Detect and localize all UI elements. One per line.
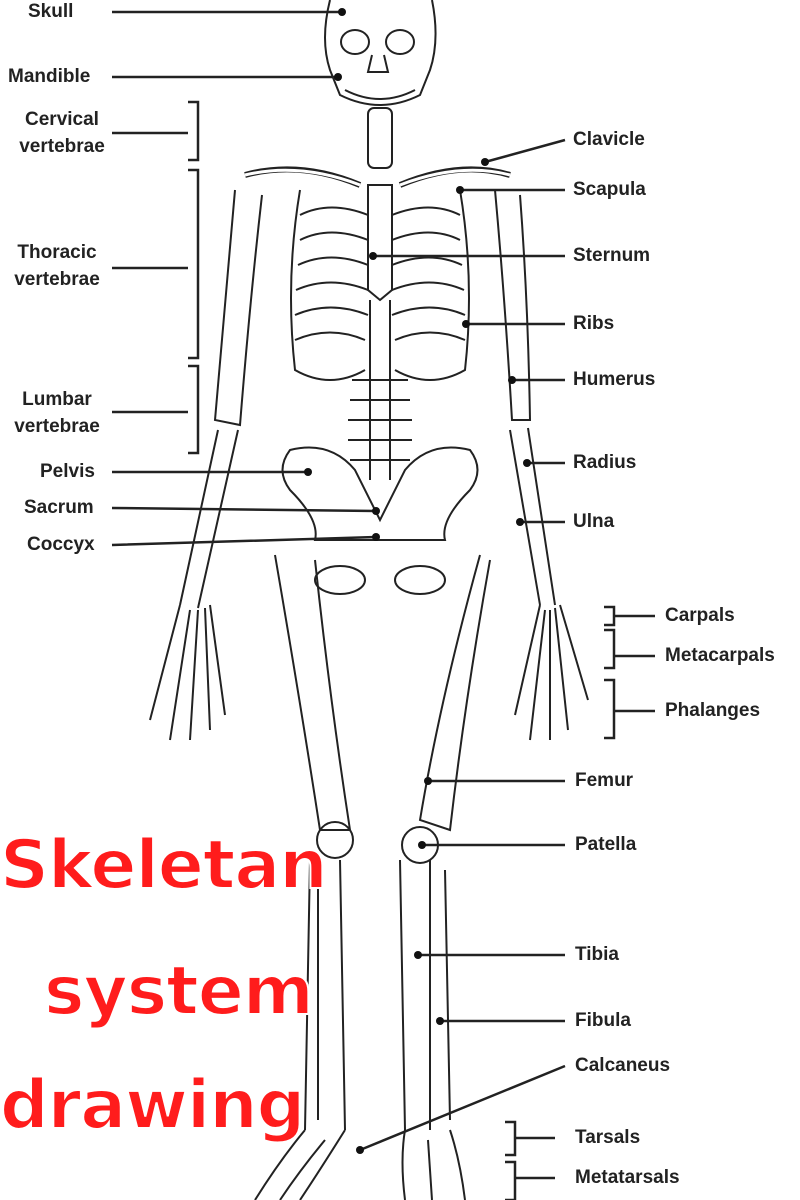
leader-lines (111, 10, 566, 1152)
label-scapula: Scapula (573, 179, 646, 200)
label-metatarsals: Metatarsals (575, 1167, 680, 1188)
label-patella: Patella (575, 834, 637, 855)
title-line-2: system (43, 952, 315, 1031)
label-carpals: Carpals (665, 605, 735, 626)
label-sternum: Sternum (573, 245, 651, 266)
label-cervical-line2: vertebrae (19, 136, 105, 157)
leader-dots (304, 8, 531, 1154)
skull-shape (324, 0, 437, 106)
spine-shape (348, 107, 412, 480)
label-tarsals: Tarsals (575, 1127, 641, 1148)
label-thoracic-line2: vertebrae (14, 269, 100, 290)
label-lumbar-line1: Lumbar (22, 389, 92, 410)
label-humerus: Humerus (573, 369, 656, 390)
label-cervical-vertebrae: Cervical vertebrae (12, 106, 112, 160)
label-coccyx: Coccyx (27, 534, 95, 555)
label-mandible: Mandible (8, 66, 91, 87)
label-metacarpals: Metacarpals (665, 645, 775, 666)
arm-bones (149, 189, 589, 741)
leg-bones (254, 554, 491, 1200)
title-line-1: Skeletan (0, 826, 329, 905)
label-pelvis: Pelvis (40, 461, 95, 482)
ribcage-shape (290, 184, 470, 381)
label-ulna: Ulna (573, 511, 615, 532)
label-phalanges: Phalanges (665, 700, 761, 721)
label-thoracic-vertebrae: Thoracic vertebrae (4, 239, 110, 293)
label-skull: Skull (28, 1, 74, 22)
label-sacrum: Sacrum (24, 497, 94, 518)
label-clavicle: Clavicle (573, 129, 645, 150)
label-lumbar-line2: vertebrae (14, 416, 100, 437)
brackets (112, 100, 655, 1200)
title-line-3: drawing (0, 1066, 306, 1145)
label-lumbar-vertebrae: Lumbar vertebrae (4, 386, 110, 440)
label-thoracic-line1: Thoracic (17, 242, 97, 263)
label-femur: Femur (575, 770, 634, 791)
label-calcaneus: Calcaneus (575, 1055, 671, 1076)
pelvis-shape (281, 446, 479, 595)
label-tibia: Tibia (575, 944, 619, 965)
label-radius: Radius (573, 452, 637, 473)
label-cervical-line1: Cervical (25, 109, 99, 130)
label-fibula: Fibula (575, 1010, 631, 1031)
label-ribs: Ribs (573, 313, 615, 334)
